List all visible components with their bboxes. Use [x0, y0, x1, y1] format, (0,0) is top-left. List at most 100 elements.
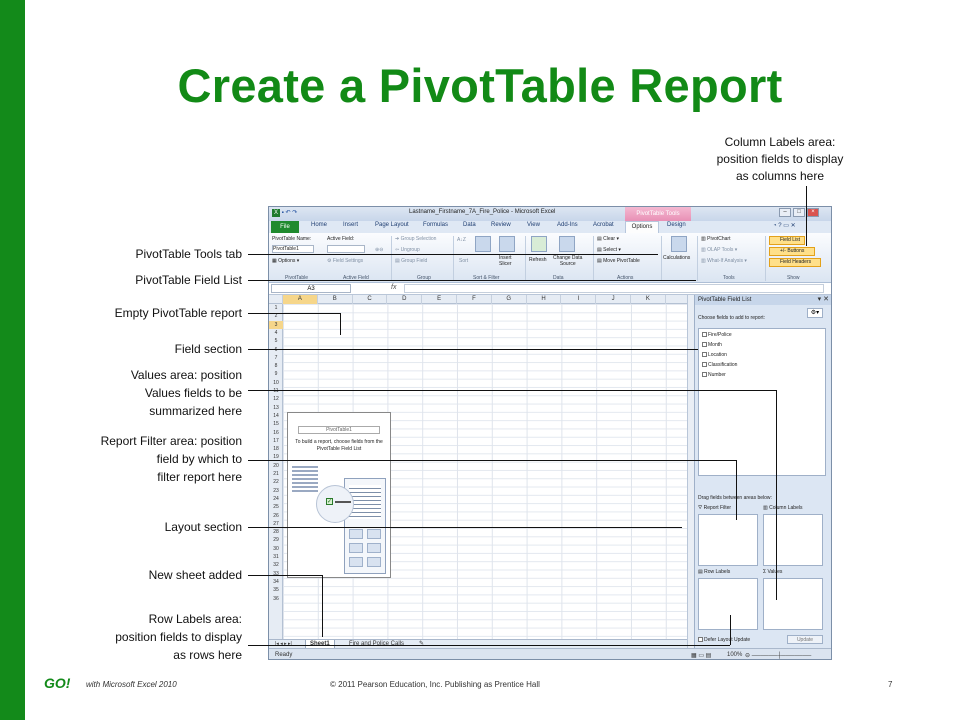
field-list-toggle[interactable]: Field List — [769, 236, 805, 245]
row-header[interactable]: 2 — [274, 313, 278, 320]
insert-function-icon[interactable]: fx — [391, 284, 397, 291]
tab-formulas[interactable]: Formulas — [423, 222, 449, 228]
row-header[interactable]: 15 — [273, 421, 279, 428]
select-all-corner[interactable] — [269, 295, 283, 304]
row-header[interactable]: 33 — [273, 570, 279, 577]
row-header[interactable]: 20 — [273, 462, 279, 469]
row-header[interactable]: 18 — [273, 446, 279, 453]
vertical-scrollbar[interactable] — [687, 295, 694, 648]
ungroup-button[interactable]: ⇦ Ungroup — [395, 247, 420, 253]
row-header[interactable]: 19 — [273, 454, 279, 461]
insert-slicer-icon[interactable] — [499, 236, 515, 252]
change-data-source-icon[interactable] — [559, 236, 575, 252]
tab-data[interactable]: Data — [463, 222, 476, 228]
row-header[interactable]: 10 — [273, 379, 279, 386]
pivotchart-button[interactable]: ▥ PivotChart — [701, 236, 731, 242]
tab-home[interactable]: Home — [311, 222, 328, 228]
field-checkbox-number[interactable]: Number — [702, 372, 726, 378]
row-header[interactable]: 12 — [273, 396, 279, 403]
tab-design[interactable]: Design — [667, 222, 686, 228]
tab-insert[interactable]: Insert — [343, 222, 359, 228]
column-header[interactable]: K — [631, 295, 666, 304]
row-header[interactable]: 34 — [273, 578, 279, 585]
row-header[interactable]: 9 — [274, 371, 278, 378]
olap-tools-button[interactable]: ▥ OLAP Tools ▾ — [701, 247, 738, 253]
clear-button[interactable]: ▤ Clear ▾ — [597, 236, 619, 242]
what-if-button[interactable]: ▥ What-If Analysis ▾ — [701, 258, 747, 264]
row-header[interactable]: 22 — [273, 479, 279, 486]
tab-acrobat[interactable]: Acrobat — [593, 222, 614, 228]
tab-add-ins[interactable]: Add-Ins — [557, 222, 578, 228]
expand-collapse-icon[interactable]: ⊕⊖ — [375, 247, 384, 253]
row-header[interactable]: 1 — [274, 305, 278, 311]
tab-page-layout[interactable]: Page Layout — [375, 222, 409, 228]
column-header[interactable]: D — [387, 295, 423, 304]
column-header[interactable]: H — [527, 295, 562, 304]
row-header[interactable]: 35 — [273, 587, 279, 594]
values-area[interactable] — [763, 578, 823, 630]
empty-pivottable-placeholder[interactable]: PivotTable1 To build a report, choose fi… — [287, 412, 391, 578]
buttons-toggle[interactable]: +/- Buttons — [769, 247, 815, 256]
undo-icon[interactable]: ↶ — [285, 210, 291, 216]
row-header[interactable]: 23 — [273, 487, 279, 494]
row-header[interactable]: 30 — [273, 545, 279, 552]
field-checkbox-location[interactable]: Location — [702, 352, 727, 358]
maximize-button[interactable]: □ — [793, 208, 805, 217]
redo-icon[interactable]: ↷ — [292, 210, 298, 216]
column-header[interactable]: I — [561, 295, 597, 304]
change-data-source-button[interactable]: Change Data Source — [553, 255, 583, 267]
sheet-nav-arrows-icon[interactable]: |◂ ◂ ▸ ▸| — [275, 641, 292, 647]
group-field-button[interactable]: ▤ Group Field — [395, 258, 428, 264]
sheet-tab-fire-police-calls[interactable]: Fire and Police Calls — [349, 641, 405, 647]
field-checkbox-month[interactable]: Month — [702, 342, 722, 348]
row-header[interactable]: 21 — [273, 471, 279, 477]
row-header[interactable]: 28 — [273, 529, 279, 536]
sort-filter-icon[interactable] — [475, 236, 491, 252]
sort-button[interactable]: Sort — [459, 258, 469, 264]
row-header[interactable]: 8 — [274, 363, 278, 370]
field-headers-toggle[interactable]: Field Headers — [769, 258, 821, 267]
field-checkbox-classification[interactable]: Classification — [702, 362, 737, 368]
report-filter-area[interactable] — [698, 514, 758, 566]
zoom-slider[interactable]: ⊖ ──────┼─────── ⊕ — [745, 653, 812, 659]
calculations-icon[interactable] — [671, 236, 687, 252]
row-header[interactable]: 26 — [273, 512, 279, 519]
layout-options-icon[interactable]: ⚙▾ — [807, 308, 823, 318]
column-header[interactable]: C — [353, 295, 388, 304]
group-selection-button[interactable]: ➔ Group Selection — [395, 236, 437, 242]
row-header[interactable]: 7 — [274, 354, 278, 361]
column-header[interactable]: B — [318, 295, 353, 304]
pivottable-name-input[interactable]: PivotTable1 — [272, 245, 314, 253]
row-header[interactable]: 24 — [273, 495, 279, 502]
row-header[interactable]: 14 — [273, 412, 279, 419]
view-buttons-icon[interactable]: ▦ ▭ ▤ — [691, 653, 712, 659]
help-icon[interactable]: ◔ ? ▭ ✕ — [773, 223, 796, 229]
column-header[interactable]: A — [283, 295, 318, 304]
select-button[interactable]: ▤ Select ▾ — [597, 247, 621, 253]
move-pivottable-button[interactable]: ▤ Move PivotTable — [597, 258, 640, 264]
row-header[interactable]: 13 — [273, 404, 279, 411]
save-icon[interactable]: ▪ — [281, 210, 284, 216]
row-header[interactable]: 11 — [273, 388, 279, 394]
row-header[interactable]: 32 — [273, 562, 279, 569]
defer-layout-update-checkbox[interactable]: Defer Layout Update — [698, 637, 750, 643]
calculations-button[interactable]: Calculations — [663, 255, 691, 261]
sort-az-icon[interactable]: A↓Z — [457, 237, 466, 243]
row-header[interactable]: 5 — [274, 338, 278, 345]
row-header[interactable]: 4 — [274, 329, 278, 336]
field-checkbox-fire-police[interactable]: Fire/Police — [702, 332, 732, 338]
close-icon[interactable]: ▾ ✕ — [817, 296, 829, 303]
row-header[interactable]: 36 — [273, 595, 279, 602]
row-header[interactable]: 31 — [273, 554, 279, 560]
formula-input[interactable] — [404, 284, 824, 293]
insert-slicer-button[interactable]: Insert Slicer — [499, 255, 512, 267]
row-labels-area[interactable] — [698, 578, 758, 630]
new-sheet-icon[interactable]: ✎ — [419, 641, 425, 647]
active-field-input[interactable] — [327, 245, 365, 253]
tab-review[interactable]: Review — [491, 222, 511, 228]
tab-file[interactable]: File — [271, 221, 299, 233]
quick-access-toolbar[interactable]: X ▪ ↶ ↷ — [272, 209, 342, 219]
close-button[interactable]: × — [807, 208, 819, 217]
row-header[interactable]: 16 — [273, 429, 279, 436]
